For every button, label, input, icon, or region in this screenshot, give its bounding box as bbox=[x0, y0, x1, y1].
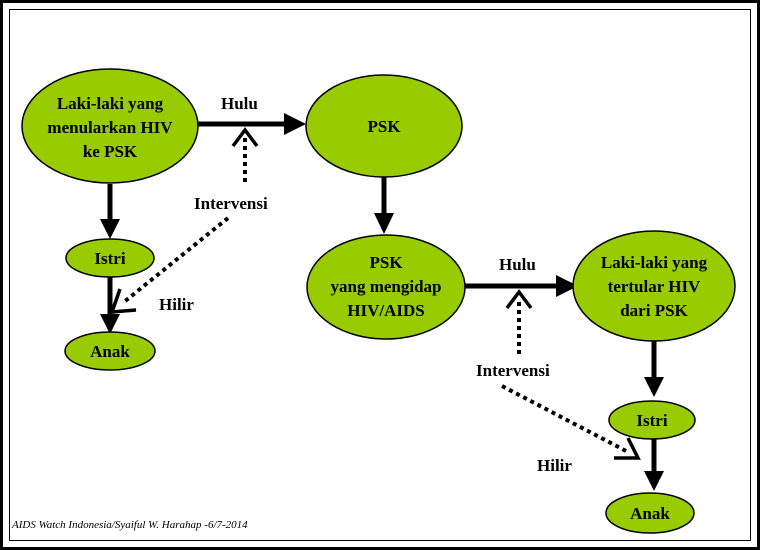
node-psk-hiv bbox=[306, 234, 466, 340]
node-child-right-label: Anak bbox=[630, 504, 670, 523]
node-wife-right bbox=[608, 400, 696, 440]
node-wife-left-label: Istri bbox=[94, 249, 125, 268]
node-psk-hiv-line2: yang mengidap bbox=[331, 277, 442, 296]
node-men-transmitting-line1: Laki-laki yang bbox=[57, 94, 164, 113]
label-hulu-left: Hulu bbox=[221, 94, 258, 113]
node-men-infected bbox=[572, 230, 736, 342]
label-intervention-right: Intervensi bbox=[476, 361, 550, 380]
label-hilir-right: Hilir bbox=[537, 456, 572, 475]
node-men-infected-line2: tertular HIV bbox=[608, 277, 701, 296]
credit-caption: AIDS Watch Indonesia/Syaiful W. Harahap … bbox=[12, 519, 248, 531]
node-wife-right-label: Istri bbox=[636, 411, 667, 430]
node-men-infected-line3: dari PSK bbox=[620, 301, 688, 320]
node-men-transmitting bbox=[21, 68, 199, 184]
intervention-up-arrowhead bbox=[231, 127, 259, 148]
node-child-left bbox=[64, 331, 156, 371]
node-men-transmitting-line2: menularkan HIV bbox=[47, 118, 173, 137]
node-psk-hiv-line3: HIV/AIDS bbox=[347, 301, 424, 320]
men-to-wife-arrowhead-right bbox=[644, 377, 664, 397]
intervention-up-arrowhead-right bbox=[505, 289, 533, 310]
node-psk bbox=[305, 74, 463, 178]
label-intervention-left: Intervensi bbox=[194, 194, 268, 213]
node-child-left-label: Anak bbox=[90, 342, 130, 361]
wife-to-child-arrowhead bbox=[100, 314, 120, 334]
men-to-wife-arrowhead bbox=[100, 219, 120, 239]
label-hulu-right: Hulu bbox=[499, 255, 536, 274]
label-hilir-left: Hilir bbox=[159, 295, 194, 314]
node-men-infected-line1: Laki-laki yang bbox=[601, 253, 708, 272]
intervention-diagonal-arrow bbox=[122, 216, 230, 304]
psk-down-arrowhead bbox=[374, 213, 394, 234]
intervention-diagonal-arrowhead-right bbox=[614, 437, 641, 460]
node-child-right bbox=[605, 492, 695, 534]
hulu-arrowhead-right bbox=[556, 275, 578, 297]
diagram-inner-border bbox=[9, 9, 751, 541]
node-wife-left bbox=[65, 238, 155, 278]
node-psk-hiv-line1: PSK bbox=[369, 253, 403, 272]
intervention-diagonal-arrowhead bbox=[109, 288, 137, 314]
node-men-transmitting-line3: ke PSK bbox=[83, 142, 138, 161]
hulu-arrowhead bbox=[284, 113, 306, 135]
wife-to-child-arrowhead-right bbox=[644, 471, 664, 491]
node-psk-label: PSK bbox=[367, 117, 401, 136]
